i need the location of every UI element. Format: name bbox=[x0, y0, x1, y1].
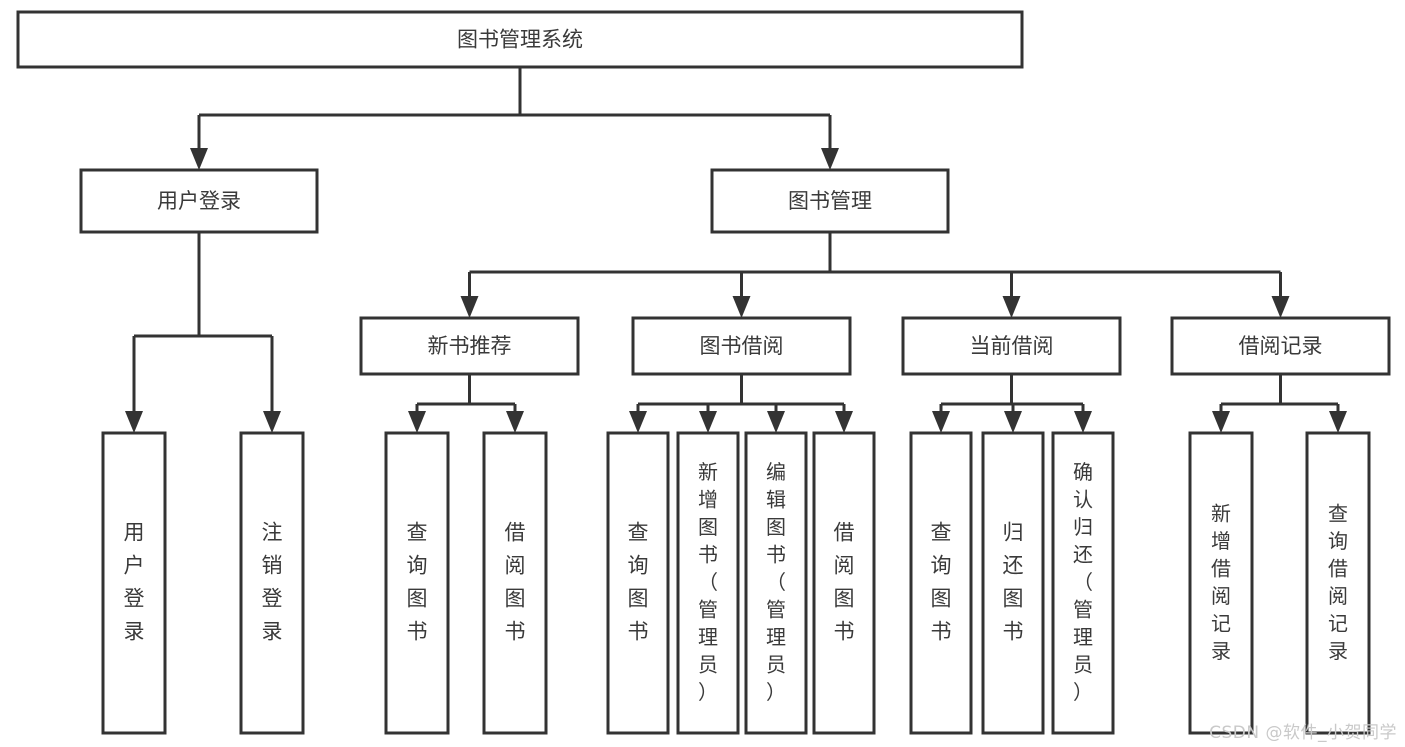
borrow-record-arrow-0 bbox=[1212, 411, 1230, 433]
book-borrow-arrow-0 bbox=[629, 411, 647, 433]
node-current-borrow-label: 当前借阅 bbox=[970, 334, 1054, 358]
current-borrow-arrow-1 bbox=[1004, 411, 1022, 433]
node-leaf-confirm-return[interactable]: 确认归还（管理员） bbox=[1051, 431, 1115, 735]
node-book-borrow-label: 图书借阅 bbox=[700, 334, 784, 358]
node-leaf-query-book-new[interactable]: 查询图书 bbox=[384, 431, 450, 735]
node-leaf-query-record[interactable]: 查询借阅记录 bbox=[1305, 431, 1371, 735]
node-leaf-return-book-label: 归还图书 bbox=[1003, 521, 1024, 644]
book-borrow-arrow-3 bbox=[835, 411, 853, 433]
book-manage-arrow-0 bbox=[460, 296, 479, 318]
node-book-borrow[interactable]: 图书借阅 bbox=[631, 316, 852, 376]
node-leaf-query-book-borrow-box[interactable] bbox=[606, 431, 670, 735]
node-leaf-borrow-book[interactable]: 借阅图书 bbox=[812, 431, 876, 735]
node-user-login-label: 用户登录 bbox=[157, 189, 241, 213]
node-borrow-record-box[interactable] bbox=[1170, 316, 1391, 376]
node-leaf-edit-book[interactable]: 编辑图书（管理员） bbox=[744, 431, 808, 735]
node-user-login[interactable]: 用户登录 bbox=[79, 168, 319, 234]
new-book-rec-arrow-0 bbox=[408, 411, 426, 433]
node-leaf-query-record-box[interactable] bbox=[1305, 431, 1371, 735]
current-borrow-arrow-0 bbox=[932, 411, 950, 433]
root-arrow-1 bbox=[821, 148, 839, 170]
node-leaf-confirm-return-box[interactable] bbox=[1051, 431, 1115, 735]
node-new-book-recommend-label: 新书推荐 bbox=[428, 334, 512, 358]
node-leaf-query-book-cur-label: 查询图书 bbox=[931, 521, 952, 644]
node-leaf-add-record[interactable]: 新增借阅记录 bbox=[1188, 431, 1254, 735]
node-leaf-return-book-box[interactable] bbox=[981, 431, 1045, 735]
node-leaf-add-book-box[interactable] bbox=[676, 431, 740, 735]
node-user-login-box[interactable] bbox=[79, 168, 319, 234]
user-login-arrow-1 bbox=[263, 411, 281, 433]
node-leaf-query-book-new-box[interactable] bbox=[384, 431, 450, 735]
book-borrow-arrow-1 bbox=[699, 411, 717, 433]
node-leaf-add-record-label: 新增借阅记录 bbox=[1211, 501, 1231, 663]
user-login-arrow-0 bbox=[125, 411, 143, 433]
node-borrow-record[interactable]: 借阅记录 bbox=[1170, 316, 1391, 376]
node-leaf-query-book-borrow-label: 查询图书 bbox=[628, 521, 649, 644]
node-book-borrow-box[interactable] bbox=[631, 316, 852, 376]
node-leaf-borrow-book-new-box[interactable] bbox=[482, 431, 548, 735]
node-book-management-box[interactable] bbox=[710, 168, 950, 234]
current-borrow-arrow-2 bbox=[1074, 411, 1092, 433]
csdn-watermark: CSDN @软件_小贺同学 bbox=[1209, 723, 1397, 743]
book-manage-arrow-2 bbox=[1002, 296, 1021, 318]
book-manage-arrow-3 bbox=[1271, 296, 1290, 318]
connectors-layer bbox=[125, 67, 1347, 433]
node-leaf-logout-box[interactable] bbox=[239, 431, 305, 735]
node-current-borrow-box[interactable] bbox=[901, 316, 1122, 376]
node-leaf-user-login-label: 用户登录 bbox=[124, 521, 145, 644]
node-new-book-recommend-box[interactable] bbox=[359, 316, 580, 376]
node-root-system-label: 图书管理系统 bbox=[457, 28, 583, 52]
node-leaf-return-book[interactable]: 归还图书 bbox=[981, 431, 1045, 735]
node-leaf-borrow-book-new-label: 借阅图书 bbox=[505, 521, 526, 644]
node-leaf-user-login-box[interactable] bbox=[101, 431, 167, 735]
node-leaf-query-book-cur-box[interactable] bbox=[909, 431, 973, 735]
book-manage-arrow-1 bbox=[732, 296, 751, 318]
node-leaf-confirm-return-label: 确认归还（管理员） bbox=[1073, 460, 1093, 704]
borrow-record-arrow-1 bbox=[1329, 411, 1347, 433]
node-leaf-borrow-book-new[interactable]: 借阅图书 bbox=[482, 431, 548, 735]
root-arrow-0 bbox=[190, 148, 208, 170]
node-leaf-add-record-box[interactable] bbox=[1188, 431, 1254, 735]
node-leaf-add-book-label: 新增图书（管理员） bbox=[698, 460, 718, 704]
book-borrow-arrow-2 bbox=[767, 411, 785, 433]
node-new-book-recommend[interactable]: 新书推荐 bbox=[359, 316, 580, 376]
node-leaf-logout[interactable]: 注销登录 bbox=[239, 431, 305, 735]
node-leaf-user-login[interactable]: 用户登录 bbox=[101, 431, 167, 735]
new-book-rec-arrow-1 bbox=[506, 411, 524, 433]
node-leaf-borrow-book-label: 借阅图书 bbox=[834, 521, 855, 644]
node-book-management[interactable]: 图书管理 bbox=[710, 168, 950, 234]
node-borrow-record-label: 借阅记录 bbox=[1239, 334, 1323, 358]
nodes-layer: 图书管理系统用户登录图书管理新书推荐图书借阅当前借阅借阅记录用户登录注销登录查询… bbox=[16, 10, 1391, 735]
node-leaf-borrow-book-box[interactable] bbox=[812, 431, 876, 735]
node-leaf-query-record-label: 查询借阅记录 bbox=[1328, 501, 1348, 663]
node-leaf-query-book-borrow[interactable]: 查询图书 bbox=[606, 431, 670, 735]
node-leaf-query-book-cur[interactable]: 查询图书 bbox=[909, 431, 973, 735]
node-leaf-edit-book-label: 编辑图书（管理员） bbox=[766, 460, 786, 704]
node-leaf-query-book-new-label: 查询图书 bbox=[407, 521, 428, 644]
node-current-borrow[interactable]: 当前借阅 bbox=[901, 316, 1122, 376]
node-root-system[interactable]: 图书管理系统 bbox=[16, 10, 1024, 69]
node-leaf-edit-book-box[interactable] bbox=[744, 431, 808, 735]
node-leaf-logout-label: 注销登录 bbox=[262, 521, 283, 644]
node-book-management-label: 图书管理 bbox=[788, 189, 872, 213]
node-leaf-add-book[interactable]: 新增图书（管理员） bbox=[676, 431, 740, 735]
node-root-system-box[interactable] bbox=[16, 10, 1024, 69]
